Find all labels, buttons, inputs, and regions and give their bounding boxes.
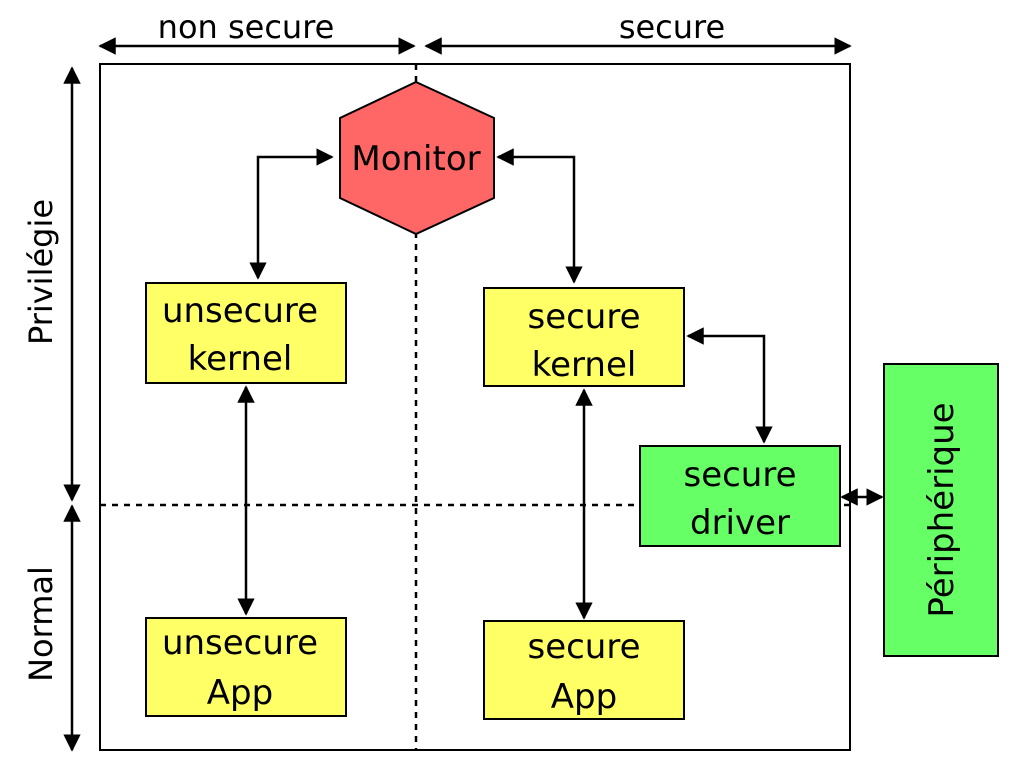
- non-secure-label: non secure: [158, 8, 335, 46]
- monitor-secure-kernel-arrow: [496, 148, 583, 284]
- privileged-label: Privilégie: [22, 199, 60, 345]
- secure-label: secure: [619, 8, 725, 46]
- peripheral-label: Périphérique: [922, 402, 962, 617]
- secure-kernel-label-line1: secure: [527, 297, 640, 337]
- secure-kernel-label-line2: kernel: [532, 345, 637, 385]
- secure-kernel-node: [483, 287, 685, 387]
- unsecure-kernel-label-line1: unsecure: [162, 291, 318, 331]
- peripheral-node: [883, 363, 999, 657]
- unsecure-app-label-line1: unsecure: [162, 623, 318, 663]
- unsecure-kernel-node: [145, 282, 347, 384]
- secure-kernel-driver-arrow: [686, 327, 773, 444]
- secure-driver-label-line1: secure: [683, 455, 796, 495]
- secure-driver-node: [639, 445, 841, 547]
- secure-app-label-line2: App: [551, 677, 617, 717]
- unsecure-kernel-label-line2: kernel: [188, 339, 293, 379]
- unsecure-app-label-line2: App: [207, 673, 273, 713]
- world-frame: [99, 63, 851, 751]
- secure-driver-label-line2: driver: [690, 503, 790, 543]
- secure-app-label-line1: secure: [527, 627, 640, 667]
- unsecure-app-node: [145, 617, 347, 717]
- monitor-label: Monitor: [351, 139, 480, 179]
- secure-app-node: [483, 620, 685, 720]
- normal-label: Normal: [22, 566, 60, 682]
- monitor-unsecure-kernel-arrow: [249, 148, 334, 280]
- monitor-node: [339, 80, 495, 236]
